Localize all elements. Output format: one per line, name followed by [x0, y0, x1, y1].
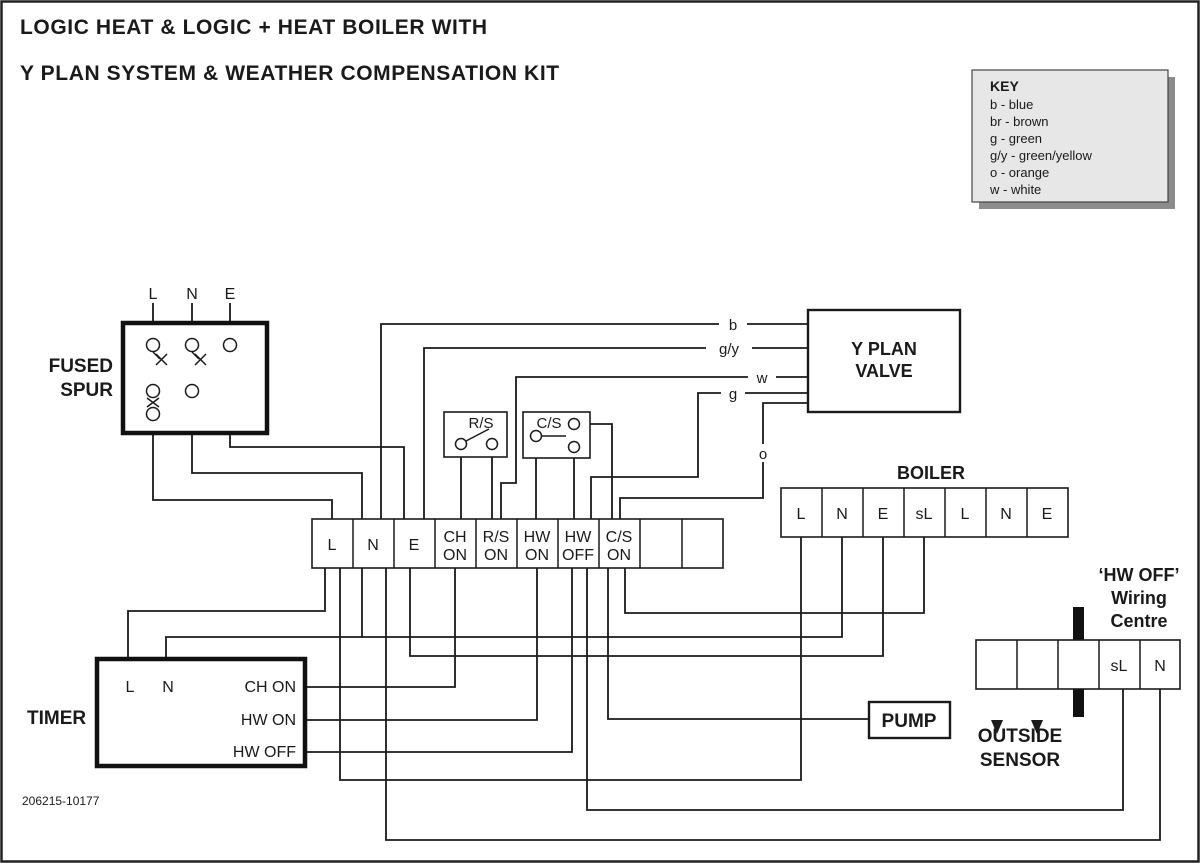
wiring-paths: [127, 303, 1161, 841]
key-item: br - brown: [990, 114, 1049, 129]
timer-out-ch-on: CH ON: [244, 679, 296, 696]
down-arrow-icon: [1031, 720, 1043, 734]
cs-switch: C/S: [522, 411, 591, 459]
boiler-cell-sl: sL: [916, 506, 933, 523]
timer-label: TIMER: [27, 708, 86, 729]
wire-label-green: g: [729, 386, 737, 403]
pump: PUMP: [867, 700, 952, 740]
timer-out-hw-on: HW ON: [241, 712, 296, 729]
valve-label-2: VALVE: [855, 361, 912, 381]
timer-out-hw-off: HW OFF: [233, 744, 296, 761]
wire-label-orange: o: [759, 446, 767, 463]
key-item: g - green: [990, 131, 1042, 146]
wiring-centre: ‘HW OFF’ Wiring Centre sL N: [975, 565, 1181, 717]
rs-switch-label: R/S: [468, 415, 493, 432]
part-number: 206215-10177: [22, 794, 100, 808]
fused-spur-label-1: FUSED: [49, 356, 113, 377]
fused-spur: FUSED SPUR L N E: [49, 286, 270, 436]
wiring-centre-cell-n: N: [1154, 658, 1166, 675]
wiring-centre-label-2: Wiring: [1111, 588, 1167, 608]
key-item: b - blue: [990, 97, 1033, 112]
wiring-centre-label-3: Centre: [1110, 611, 1167, 631]
wire-label-green-yellow: g/y: [719, 341, 740, 358]
pump-label: PUMP: [882, 711, 937, 732]
wire-label-white: w: [756, 370, 768, 387]
key-item: g/y - green/yellow: [990, 148, 1092, 163]
key-title: KEY: [990, 78, 1019, 94]
fused-spur-contacts: [145, 337, 238, 422]
cable-clamp-bar: [1073, 681, 1084, 717]
valve-label-1: Y PLAN: [851, 339, 917, 359]
cable-clamp-bar: [1073, 607, 1084, 640]
key-legend: KEY b - blue br - brown g - green g/y - …: [971, 69, 1175, 209]
wire-label-blue: b: [729, 317, 737, 334]
wiring-centre-label-1: ‘HW OFF’: [1099, 565, 1180, 585]
strip-cell-l: L: [328, 537, 337, 554]
boiler-terminal-strip: BOILER L N E sL L N E: [780, 463, 1069, 538]
y-plan-valve: Y PLAN VALVE: [806, 308, 962, 414]
boiler-cell-l1: L: [797, 506, 806, 523]
key-item: o - orange: [990, 165, 1049, 180]
strip-cell-n: N: [367, 537, 379, 554]
cs-switch-label: C/S: [536, 415, 561, 432]
boiler-label: BOILER: [897, 463, 965, 483]
key-box: [971, 69, 1169, 203]
timer-terminal-n: N: [162, 679, 174, 696]
boiler-cell-e1: E: [878, 506, 889, 523]
title-line-1: LOGIC HEAT & LOGIC + HEAT BOILER WITH: [20, 16, 488, 39]
fused-spur-label-2: SPUR: [60, 380, 113, 401]
title-line-2: Y PLAN SYSTEM & WEATHER COMPENSATION KIT: [20, 62, 560, 85]
boiler-cell-n2: N: [1000, 506, 1012, 523]
page-title: LOGIC HEAT & LOGIC + HEAT BOILER WITH Y …: [20, 16, 560, 85]
wire-labels: b g/y w g o: [706, 315, 776, 463]
outside-sensor: OUTSIDE SENSOR: [978, 720, 1062, 771]
supply-terminal-e: E: [225, 286, 236, 303]
boiler-cell-l2: L: [961, 506, 970, 523]
outside-sensor-label-1: OUTSIDE: [978, 726, 1062, 747]
down-arrow-icon: [991, 720, 1003, 734]
rs-switch: R/S: [443, 411, 508, 458]
key-item: w - white: [989, 182, 1041, 197]
strip-cell-e: E: [409, 537, 420, 554]
supply-terminal-n: N: [186, 286, 198, 303]
timer-terminal-l: L: [126, 679, 135, 696]
wiring-centre-cell-sl: sL: [1111, 658, 1128, 675]
timer: TIMER L N CH ON HW ON HW OFF: [27, 656, 308, 769]
boiler-cell-e2: E: [1042, 506, 1053, 523]
outside-sensor-label-2: SENSOR: [980, 750, 1061, 771]
supply-terminal-l: L: [149, 286, 158, 303]
boiler-cell-n1: N: [836, 506, 848, 523]
